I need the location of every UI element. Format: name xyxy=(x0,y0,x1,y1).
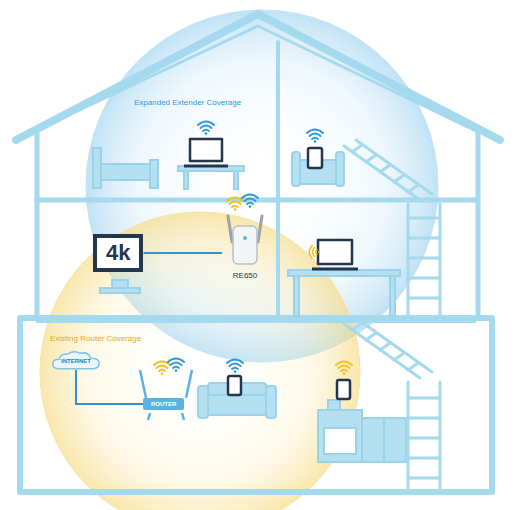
router-label: ROUTER xyxy=(151,401,176,407)
furniture xyxy=(93,148,406,462)
cable-line xyxy=(76,370,143,404)
device-label: RE650 xyxy=(222,271,268,280)
coverage-label: Existing Router Coverage xyxy=(50,334,141,343)
wifi-icons xyxy=(154,122,352,375)
internet-cloud: INTERNET xyxy=(52,350,100,370)
router-coverage xyxy=(40,212,360,510)
house-outline xyxy=(16,14,500,492)
devices xyxy=(140,139,358,420)
coverage-label: Expanded Extender Coverage xyxy=(134,98,241,107)
stairs xyxy=(344,140,440,488)
router-box: ROUTER xyxy=(143,398,184,410)
screen-label: 4k xyxy=(106,241,130,265)
extender-device xyxy=(222,212,268,268)
cloud-label: INTERNET xyxy=(61,358,91,364)
range-extender: RE650 xyxy=(222,212,268,280)
tv-screen: 4k xyxy=(93,234,143,272)
cable-line xyxy=(143,252,222,254)
